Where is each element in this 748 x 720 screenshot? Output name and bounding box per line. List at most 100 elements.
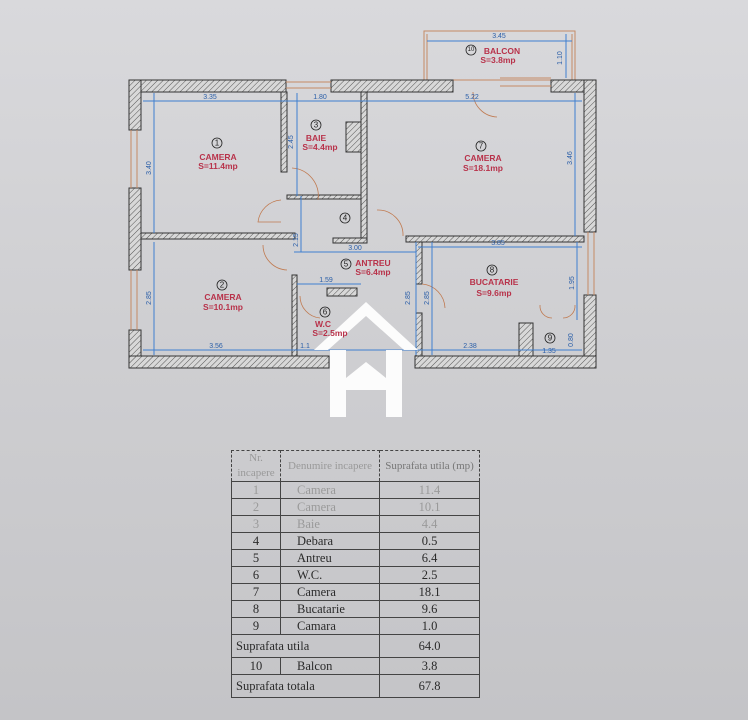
dim-antreu-height2: 2.85 (405, 291, 412, 305)
room-9: 9 (544, 332, 556, 344)
cell-number: 3 (231, 515, 281, 533)
room-number: 8 (490, 266, 495, 275)
room-area: S=9.6mp (476, 288, 511, 298)
cell-name: Debara (280, 532, 380, 550)
cell-number: 5 (231, 549, 281, 567)
dim-antreu-width: 3.00 (348, 245, 362, 252)
windows (130, 77, 595, 330)
cell-name: Baie (280, 515, 380, 533)
room-area: S=2.5mp (312, 328, 347, 338)
balcony (423, 30, 576, 81)
col-header-area: Suprafata utila (mp) (379, 450, 480, 482)
dim-kitchen-height: 1.95 (569, 276, 576, 290)
room-number: 6 (323, 308, 328, 317)
room-name: ANTREU (355, 258, 390, 268)
cell-area: 9.6 (379, 600, 480, 618)
cell-name: Camera (280, 583, 380, 601)
dim-wc-width2: 1.1 (300, 343, 310, 350)
room-number: 1 (215, 139, 220, 148)
table-header: Nr. incapere Denumire incapere Suprafata… (231, 450, 480, 482)
room-area: S=3.8mp (480, 55, 515, 65)
dim-bath-width: 1.80 (313, 94, 327, 101)
room-name: BAIE (306, 133, 327, 143)
dimension-lines (143, 34, 582, 355)
dim-antreu-height: 2.15 (293, 233, 300, 247)
room-name: CAMERA (204, 292, 241, 302)
col-header-name: Denumire incapere (280, 450, 380, 482)
room-area: S=6.4mp (355, 267, 390, 277)
cell-name: Balcon (280, 657, 380, 675)
floor-plan: 3.45 1.10 3.35 1.80 5.22 3.40 2.45 3.46 … (128, 30, 597, 417)
dim-pantry-width: 1.35 (542, 348, 556, 355)
dim-kitchen-width: 3.85 (491, 240, 505, 247)
dim-room1-width: 3.35 (203, 94, 217, 101)
cell-area: 4.4 (379, 515, 480, 533)
room-area: S=10.1mp (203, 302, 243, 312)
dim-room7-height: 3.46 (567, 151, 574, 165)
room-number: 5 (344, 260, 349, 269)
room-name: CAMERA (464, 153, 501, 163)
cell-number: 1 (231, 481, 281, 499)
dim-wc-width: 1.59 (319, 277, 333, 284)
dim-room1-height: 3.40 (146, 161, 153, 175)
room-number: 10 (468, 47, 475, 53)
cell-number: 8 (231, 600, 281, 618)
cell-name: Camara (280, 617, 380, 635)
cell-area: 18.1 (379, 583, 480, 601)
room-number: 4 (343, 214, 348, 223)
dim-room2-height: 2.85 (146, 291, 153, 305)
room-area: S=4.4mp (302, 142, 337, 152)
dim-kitchen-width2: 2.38 (463, 343, 477, 350)
room-4: 4 (339, 212, 351, 224)
subtotal-row-label: Suprafata utila (231, 634, 380, 658)
room-number: 9 (548, 334, 553, 343)
total-row-label: Suprafata totala (231, 674, 380, 698)
room-name: BUCATARIE (470, 277, 519, 287)
cell-number: 6 (231, 566, 281, 584)
dim-room7-width: 5.22 (465, 94, 479, 101)
cell-name: Bucatarie (280, 600, 380, 618)
dim-balcon-depth: 1.10 (557, 51, 564, 65)
cell-area: 0.5 (379, 532, 480, 550)
room-number: 7 (479, 142, 484, 151)
cell-number: 7 (231, 583, 281, 601)
total-row-value: 67.8 (379, 674, 480, 698)
dim-room2-width: 3.56 (209, 343, 223, 350)
cell-area: 11.4 (379, 481, 480, 499)
cell-area: 6.4 (379, 549, 480, 567)
cell-name: Camera (280, 498, 380, 516)
cell-number: 2 (231, 498, 281, 516)
dim-kitchen-height2: 2.85 (424, 291, 431, 305)
cell-name: Camera (280, 481, 380, 499)
room-6: 6 W.CS=2.5mp (312, 306, 348, 338)
dim-pantry-height: 0.80 (568, 333, 575, 347)
room-name: W.C (315, 319, 331, 329)
dim-bath-height: 2.45 (288, 135, 295, 149)
cell-area: 2.5 (379, 566, 480, 584)
cell-number: 10 (231, 657, 281, 675)
area-table: Nr. incapere Denumire incapere Suprafata… (231, 450, 480, 698)
room-name: CAMERA (199, 152, 236, 162)
subtotal-row-value: 64.0 (379, 634, 480, 658)
room-area: S=18.1mp (463, 163, 503, 173)
cell-name: Antreu (280, 549, 380, 567)
watermark-logo (314, 302, 418, 417)
